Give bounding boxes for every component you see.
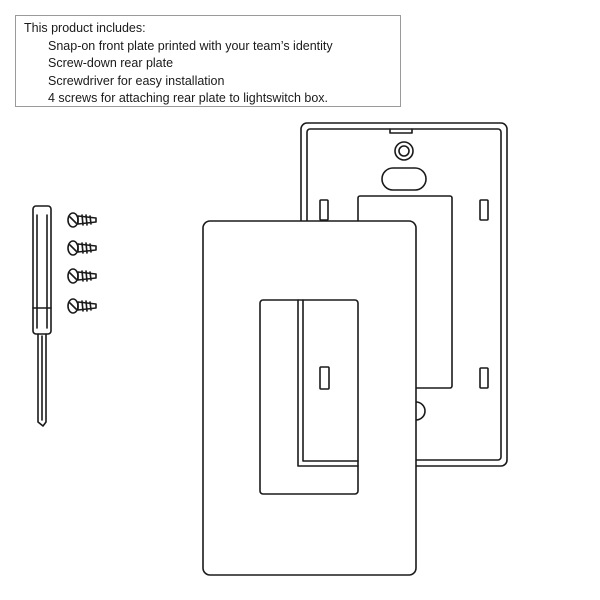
screwdriver-icon bbox=[32, 205, 52, 427]
product-includes-title: This product includes: bbox=[24, 21, 146, 35]
screw-icon bbox=[67, 212, 97, 228]
list-item: 4 screws for attaching rear plate to lig… bbox=[48, 91, 328, 105]
screw-icon bbox=[67, 298, 97, 314]
list-item: Screw-down rear plate bbox=[48, 56, 174, 70]
product-includes-box: This product includes: Snap-on front pla… bbox=[15, 15, 401, 107]
screw-icon bbox=[67, 268, 97, 284]
product-includes-list: Snap-on front plate printed with your te… bbox=[24, 38, 392, 108]
screw-icon bbox=[67, 240, 97, 256]
list-item: Screwdriver for easy installation bbox=[48, 73, 225, 88]
list-item: Snap-on front plate printed with your te… bbox=[48, 38, 333, 53]
front-plate-illustration bbox=[202, 220, 417, 576]
